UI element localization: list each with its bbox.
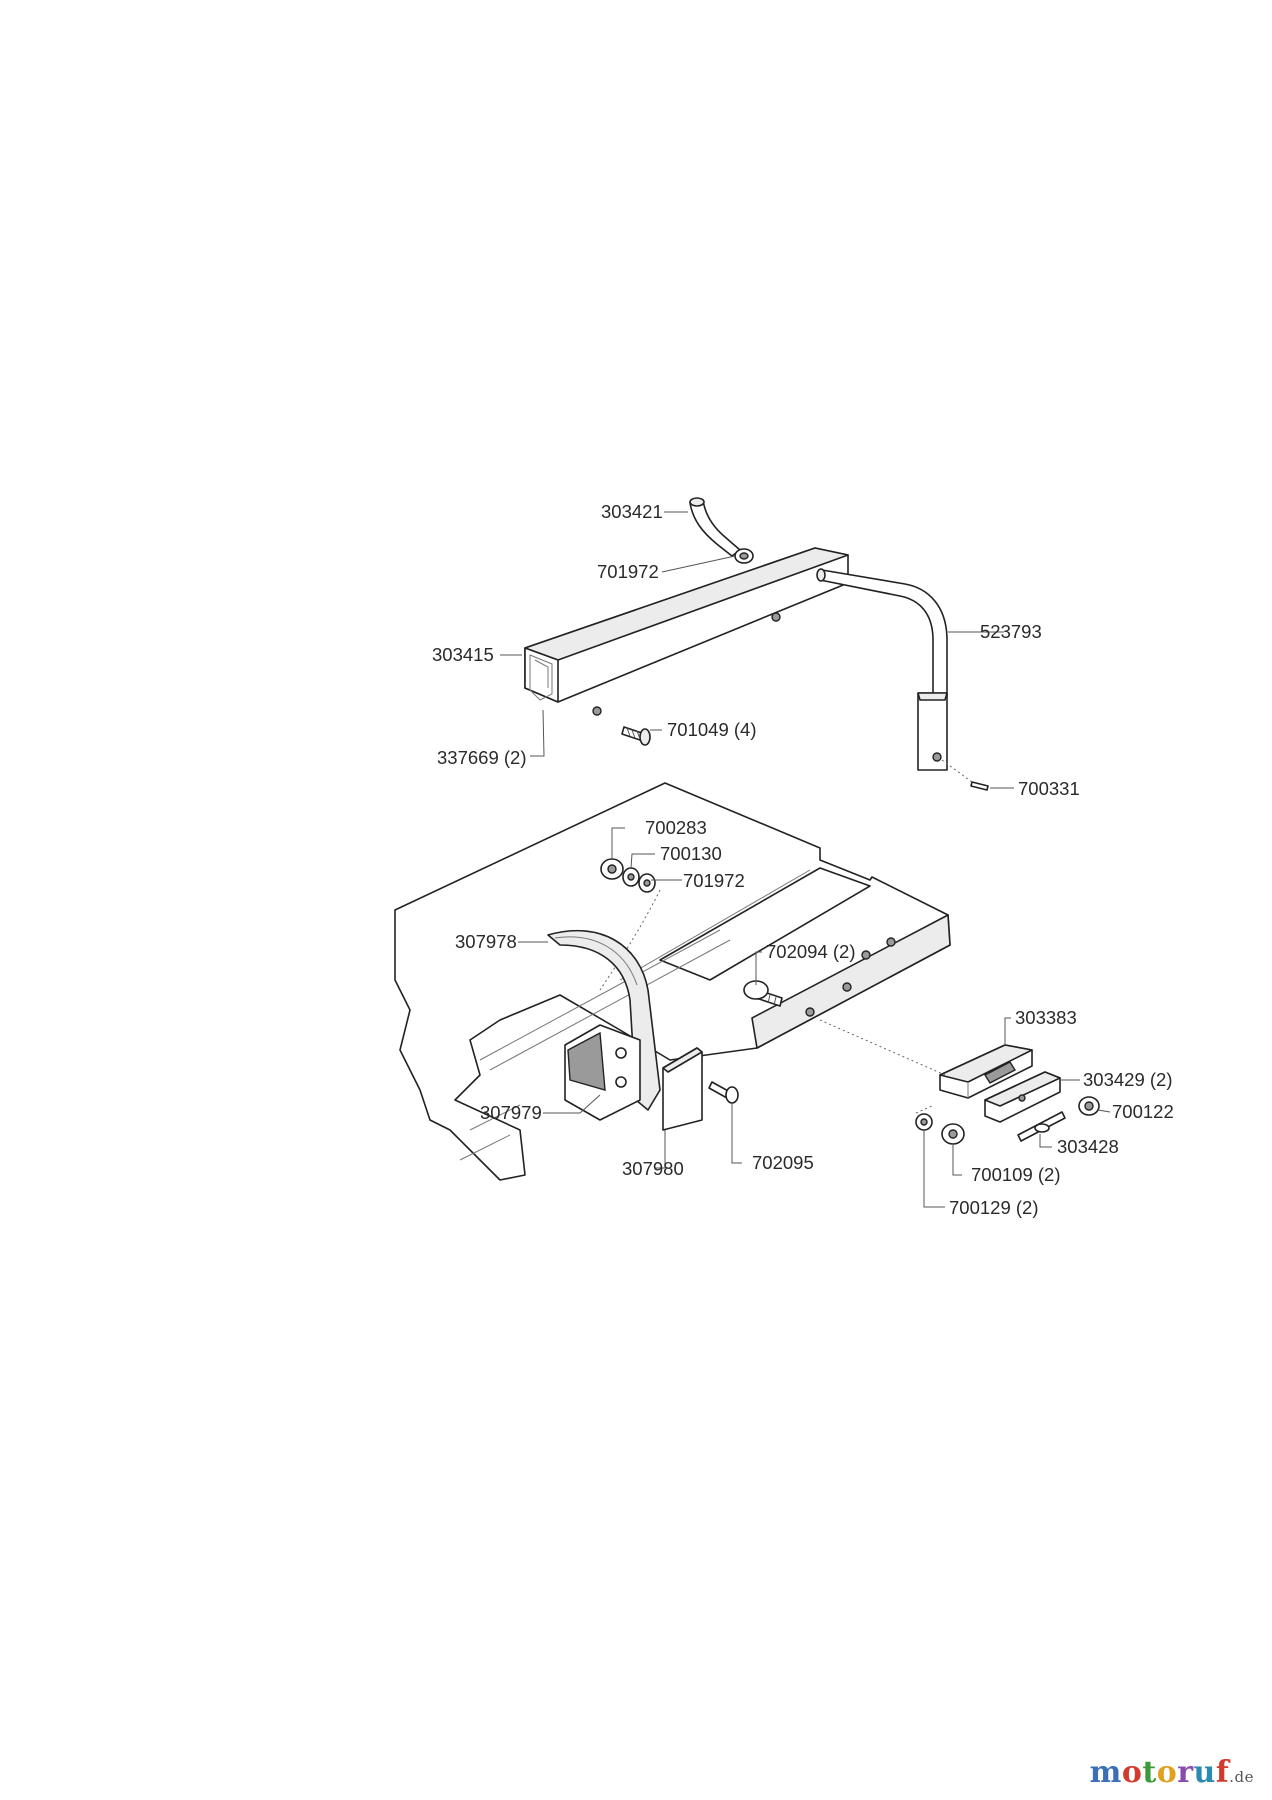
curved-handle-part bbox=[816, 568, 948, 771]
bolt-part-702095 bbox=[708, 1081, 739, 1104]
washer-part-top bbox=[734, 548, 754, 564]
label-303429: 303429 (2) bbox=[1083, 1069, 1172, 1090]
nut-part-700283 bbox=[600, 858, 624, 880]
label-700130: 700130 bbox=[660, 843, 722, 864]
label-303428: 303428 bbox=[1057, 1136, 1119, 1157]
pin-part-700331 bbox=[941, 759, 989, 791]
label-303415: 303415 bbox=[432, 644, 494, 665]
label-303421: 303421 bbox=[601, 501, 663, 522]
label-303383: 303383 bbox=[1015, 1007, 1077, 1028]
elbow-pipe-part bbox=[689, 497, 741, 557]
label-701972-top: 701972 bbox=[597, 561, 659, 582]
nut-part-700122 bbox=[1078, 1096, 1100, 1116]
label-701972-bottom: 701972 bbox=[683, 870, 745, 891]
washer-part-bottom bbox=[638, 873, 656, 893]
label-702094: 702094 (2) bbox=[766, 941, 855, 962]
label-337669: 337669 (2) bbox=[437, 747, 526, 768]
label-701049: 701049 (4) bbox=[667, 719, 756, 740]
nut-part-700109 bbox=[941, 1123, 965, 1145]
curved-tine-part bbox=[547, 929, 661, 1111]
clamp-part-303429 bbox=[984, 1071, 1061, 1123]
label-702095: 702095 bbox=[752, 1152, 814, 1173]
label-700109: 700109 (2) bbox=[971, 1164, 1060, 1185]
deck-plate-part bbox=[394, 782, 951, 1181]
bolt-part-303428 bbox=[1017, 1111, 1066, 1142]
label-307978: 307978 bbox=[455, 931, 517, 952]
washer-part-700130 bbox=[622, 867, 640, 887]
label-700331: 700331 bbox=[1018, 778, 1080, 799]
label-523793: 523793 bbox=[980, 621, 1042, 642]
handle-bar-part bbox=[524, 547, 849, 716]
label-307979: 307979 bbox=[480, 1102, 542, 1123]
block-part-303383 bbox=[939, 1044, 1033, 1099]
washer-part-700129 bbox=[915, 1113, 933, 1131]
plate-part-307980 bbox=[662, 1047, 703, 1131]
label-700129: 700129 (2) bbox=[949, 1197, 1038, 1218]
label-700122: 700122 bbox=[1112, 1101, 1174, 1122]
motoruf-logo: motoruf.de bbox=[1089, 1755, 1254, 1790]
label-307980: 307980 bbox=[622, 1158, 684, 1179]
label-700283: 700283 bbox=[645, 817, 707, 838]
screw-part-701049 bbox=[621, 726, 651, 746]
bracket-part-307979 bbox=[564, 1024, 641, 1121]
